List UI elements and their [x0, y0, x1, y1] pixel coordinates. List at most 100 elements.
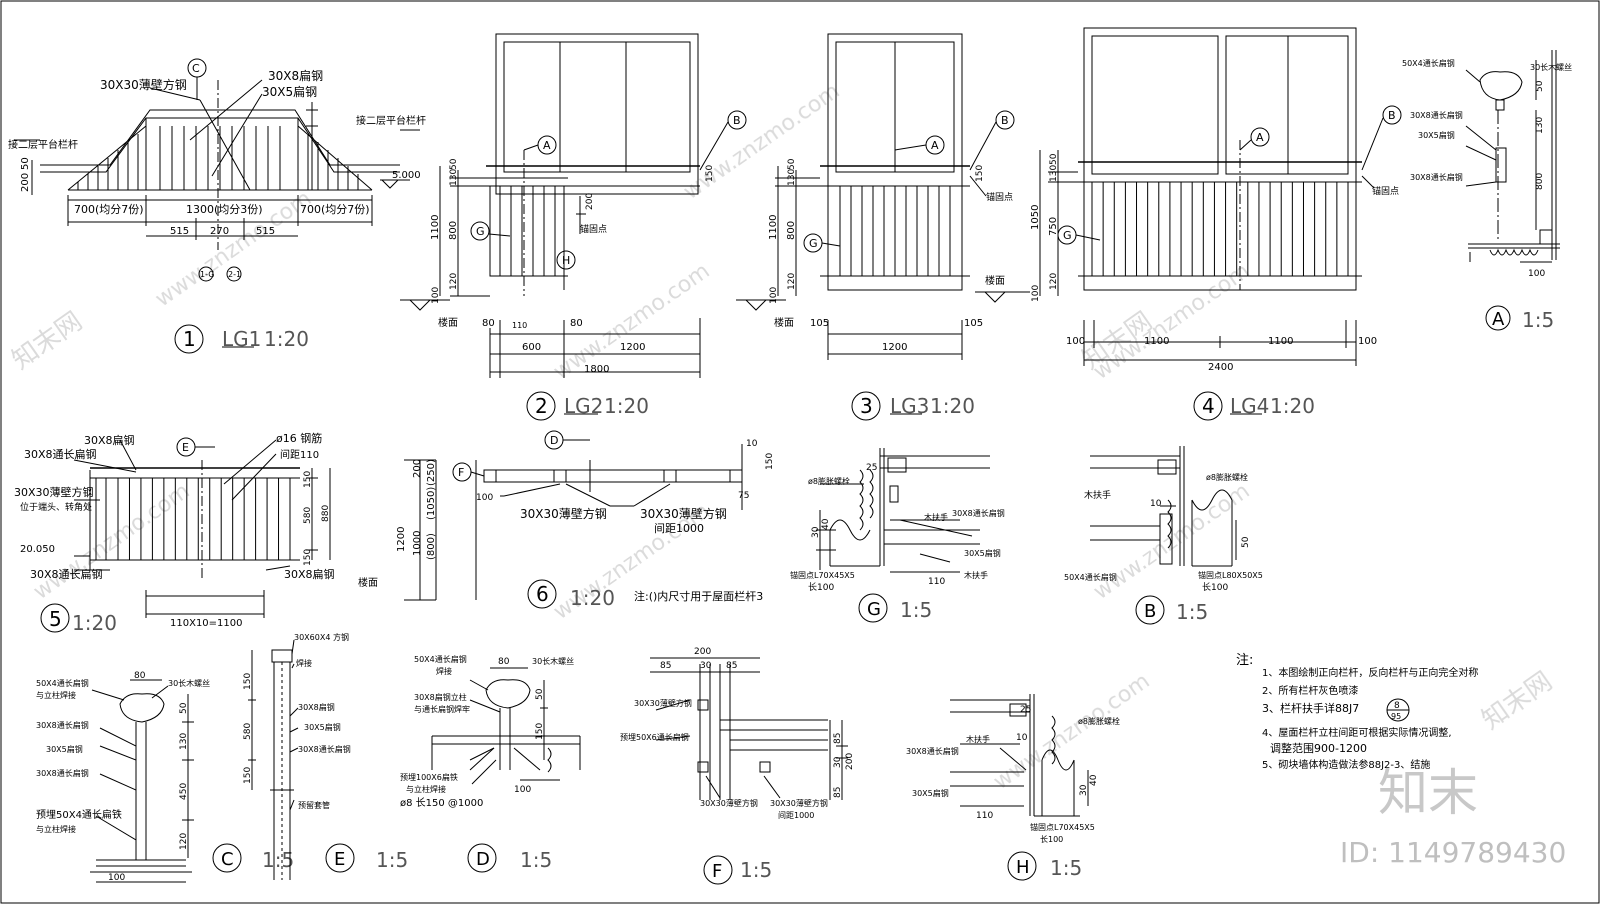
- dim: 100: [514, 785, 531, 795]
- tag: A: [543, 139, 551, 152]
- detail-h: [950, 694, 1089, 881]
- label: 接二层平台栏杆: [356, 114, 426, 127]
- dim: 30: [700, 661, 712, 671]
- dim: 120: [787, 273, 797, 290]
- label: 30X30薄壁方钢: [640, 506, 727, 521]
- label: 30X8通长扁钢: [298, 744, 351, 754]
- tag: F: [458, 466, 464, 479]
- label: 30X8通长扁钢: [24, 448, 97, 461]
- tag: G: [1063, 229, 1072, 242]
- dim: 120: [449, 273, 459, 290]
- dim: 50: [787, 158, 797, 170]
- label: 间距1000: [654, 522, 704, 535]
- label: 30长木螺丝: [168, 678, 210, 688]
- label: 锚固点L80X50X5: [1198, 570, 1263, 580]
- label: 焊接: [436, 666, 452, 676]
- dim: 750: [1048, 217, 1059, 236]
- label: 与通长扁钢焊牢: [414, 704, 470, 714]
- dim: 1200: [396, 527, 407, 552]
- view-number: F: [712, 861, 722, 882]
- detail-c: [90, 679, 242, 883]
- drawing-id: ID: 1149789430: [1340, 836, 1566, 869]
- dim: 130: [449, 169, 459, 186]
- view-scale: 1:5: [262, 848, 294, 872]
- label: 30X8通长扁钢: [1410, 172, 1463, 182]
- dim: 30: [811, 526, 821, 538]
- view-5-text: E 30X8通长扁钢 30X8扁钢 30X30薄壁方钢 位于端头、转角处 ø16…: [14, 431, 335, 635]
- dim: 700(均分7份): [74, 203, 144, 216]
- dim: 30: [833, 756, 843, 768]
- dim: 515: [170, 226, 189, 237]
- detail-e: [248, 639, 355, 880]
- detail-c-text: 50X4通长扁钢 与立柱焊接 30长木螺丝 30X8通长扁钢 30X5扁钢 30…: [36, 671, 294, 883]
- dim: (800): [426, 533, 437, 560]
- view-number: 6: [536, 582, 549, 606]
- view-number: 5: [49, 607, 62, 631]
- dim: 200: [585, 193, 595, 210]
- view-scale: 1:5: [1176, 600, 1208, 624]
- dim: 40: [821, 518, 831, 530]
- label: 30X8通长扁钢: [36, 720, 89, 730]
- label: 木扶手: [964, 570, 988, 580]
- dim: 270: [210, 226, 229, 237]
- view-number: G: [867, 599, 881, 620]
- general-notes: 注: 1、本图绘制正向栏杆，反向栏杆与正向完全对称 2、所有栏杆灰色喷漆 3、栏…: [1236, 653, 1478, 771]
- note-item: 5、砌块墙体构造做法参88J2-3、结施: [1262, 758, 1430, 771]
- view-scale: 1:5: [376, 848, 408, 872]
- tag: B: [1388, 109, 1396, 122]
- dim: 150: [243, 767, 253, 784]
- note-item: 2、所有栏杆灰色喷漆: [1262, 684, 1358, 697]
- elevation: 5.000: [392, 170, 421, 181]
- label: ø8 长150 @1000: [400, 797, 483, 809]
- dim: 1100: [430, 215, 441, 240]
- view-scale: 1:20: [264, 327, 309, 351]
- view-scale: 1:5: [1050, 856, 1082, 880]
- label: 30X60X4 方钢: [294, 632, 349, 642]
- dim: 100: [1031, 285, 1041, 302]
- detail-h-text: ø8膨胀螺栓 木扶手 30X8通长扁钢 30X5扁钢 锚固点L70X45X5 长…: [906, 705, 1120, 880]
- tag: A: [1256, 131, 1264, 144]
- dim: 130: [787, 169, 797, 186]
- dim: 100: [1066, 336, 1085, 347]
- label: ø8膨胀螺栓: [1206, 472, 1248, 482]
- view-lg4-text: A B G 锚固点 楼面 1050 750 130 50 120 100 100…: [985, 109, 1399, 418]
- dim: 800: [1535, 173, 1545, 190]
- notes-title: 注:: [1236, 653, 1253, 668]
- label: 30X8扁钢: [268, 69, 323, 83]
- view-scale: 1:5: [900, 598, 932, 622]
- view-number: C: [221, 849, 234, 870]
- label: 30X30薄壁方钢: [634, 698, 692, 708]
- detail-f: [650, 657, 848, 885]
- view-number: A: [1492, 309, 1505, 330]
- dim: 580: [303, 507, 313, 524]
- label: 锚固点: [580, 223, 607, 235]
- tag: 1-G: [200, 270, 214, 279]
- dim: 50: [1241, 536, 1251, 548]
- elevation: 20.050: [20, 544, 55, 555]
- dim: 800: [786, 221, 797, 240]
- dim: 1050: [1030, 205, 1041, 230]
- label: 30X5扁钢: [304, 722, 341, 732]
- dim: 80: [570, 318, 583, 329]
- dim: 130: [1535, 117, 1545, 134]
- dim: 25: [1020, 705, 1031, 715]
- detail-a: [1465, 50, 1560, 331]
- tag: G: [476, 225, 485, 238]
- label: ø16 钢筋: [276, 431, 322, 445]
- dim: (250): [426, 459, 437, 486]
- view-scale: 1:5: [1522, 308, 1554, 332]
- label: 30X8扁钢: [298, 702, 335, 712]
- label: ø8膨胀螺栓: [1078, 716, 1120, 726]
- detail-e-text: 30X60X4 方钢 焊接 30X8扁钢 30X5扁钢 30X8通长扁钢 预留套…: [243, 632, 408, 872]
- dim: 100: [431, 287, 441, 304]
- view-title: LG2: [564, 394, 603, 418]
- label: 30X5扁钢: [1418, 130, 1455, 140]
- label: 锚固点: [1372, 185, 1399, 197]
- detail-b-text: ø8膨胀螺栓 木扶手 50X4通长扁钢 锚固点L80X50X5 长100 10 …: [1064, 472, 1263, 624]
- label: 锚固点L70X45X5: [1030, 822, 1095, 832]
- tag: E: [182, 441, 189, 454]
- label: 30X5扁钢: [912, 788, 949, 798]
- ref-number: 8: [1394, 701, 1400, 711]
- dim: 200: [412, 459, 423, 478]
- dim: 100: [769, 287, 779, 304]
